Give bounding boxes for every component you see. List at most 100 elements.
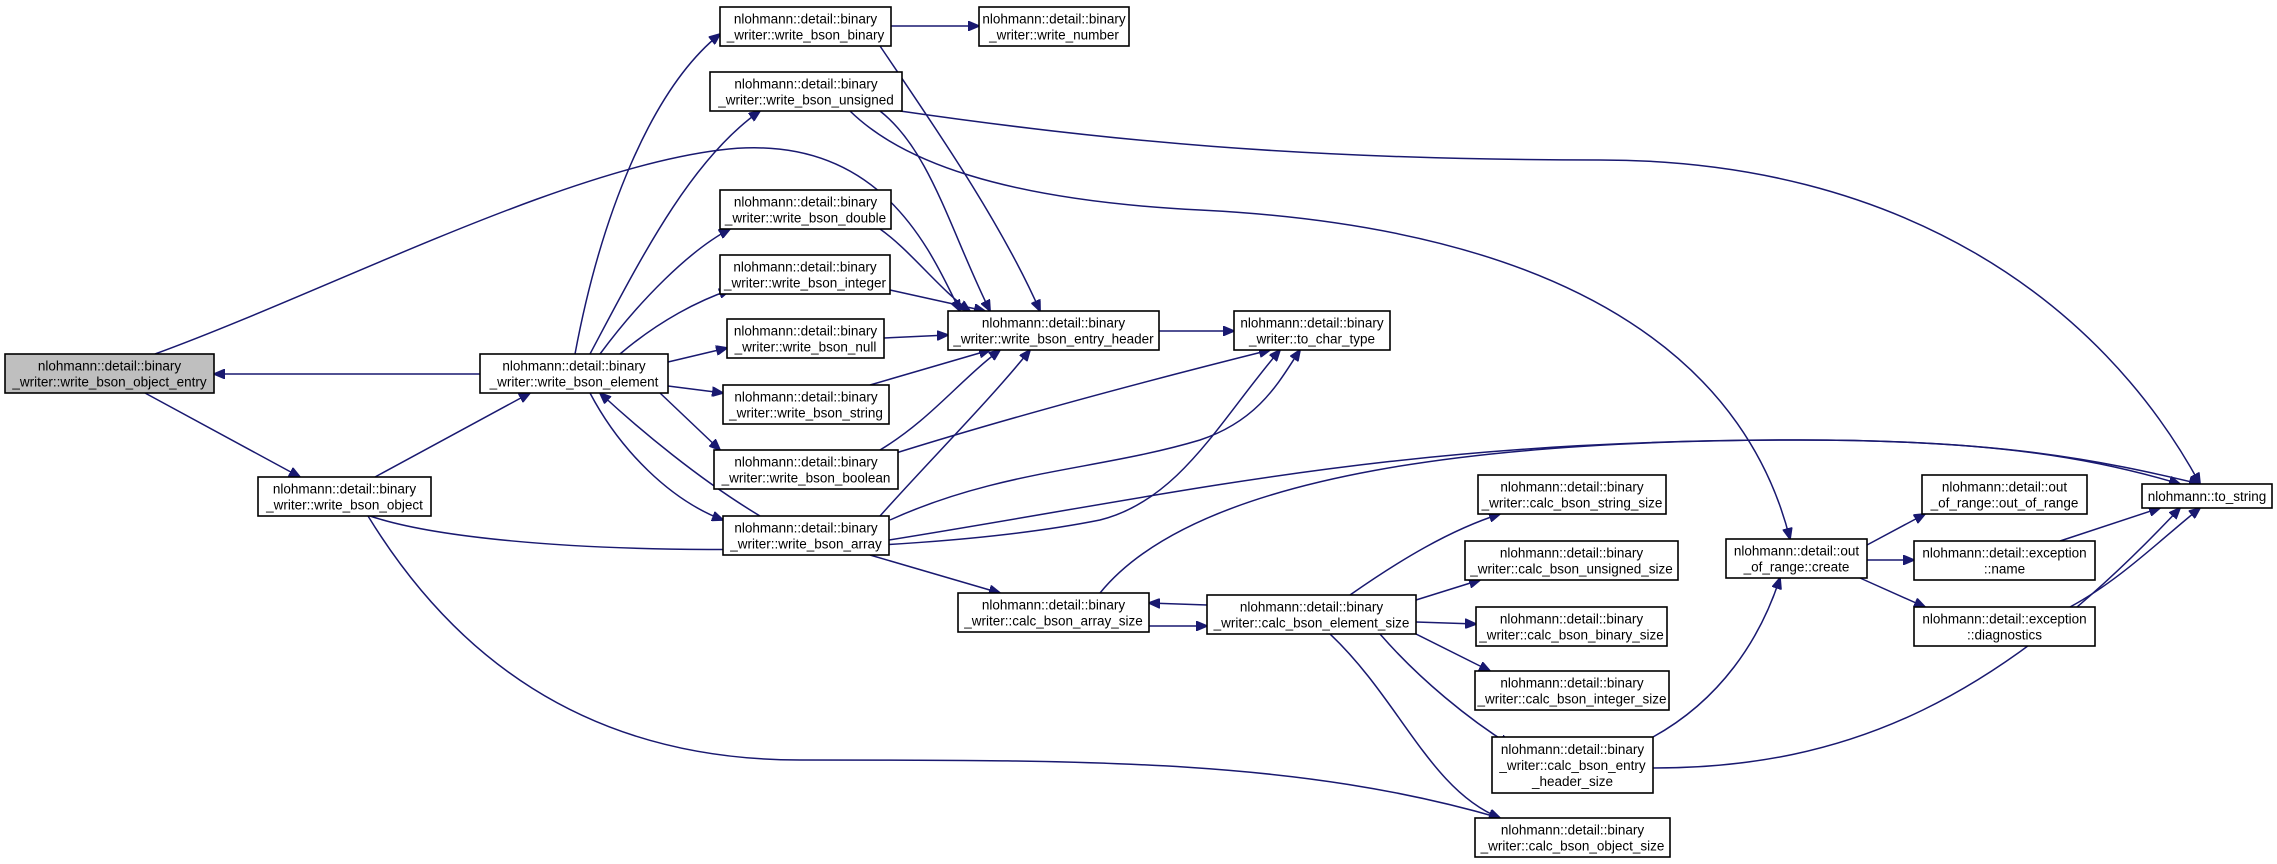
node-label-line: _writer::write_bson_element bbox=[489, 375, 659, 390]
edge-write_bson_object_entry-to-write_bson_object bbox=[144, 392, 300, 477]
node-label-line: _writer::calc_bson_unsigned_size bbox=[1469, 562, 1673, 577]
node-box bbox=[1913, 540, 2096, 581]
node-calc-bson-entry-header-size[interactable]: nlohmann::detail::binary_writer::calc_bs… bbox=[1491, 736, 1654, 794]
node-write-bson-boolean[interactable]: nlohmann::detail::binary_writer::write_b… bbox=[713, 449, 899, 490]
node-label-line: nlohmann::detail::binary bbox=[1500, 480, 1644, 495]
node-calc-bson-unsigned-size[interactable]: nlohmann::detail::binary_writer::calc_bs… bbox=[1464, 540, 1679, 581]
node-box bbox=[1474, 670, 1670, 711]
edge-write_bson_element-to-write_bson_integer bbox=[619, 290, 730, 355]
node-write-bson-string[interactable]: nlohmann::detail::binary_writer::write_b… bbox=[722, 384, 890, 425]
node-box bbox=[4, 353, 215, 394]
edge-write_bson_array-to-calc_bson_array_size bbox=[869, 554, 1000, 593]
node-label-line: _writer::calc_bson_string_size bbox=[1481, 496, 1663, 511]
node-calc-bson-binary-size[interactable]: nlohmann::detail::binary_writer::calc_bs… bbox=[1475, 606, 1668, 647]
node-box bbox=[1475, 606, 1668, 647]
node-label-line: nlohmann::detail::binary bbox=[1500, 612, 1644, 627]
node-box bbox=[719, 6, 892, 47]
edge-write_bson_boolean-to-write_bson_entry_header bbox=[879, 350, 1000, 451]
node-write-bson-array[interactable]: nlohmann::detail::binary_writer::write_b… bbox=[722, 515, 890, 556]
node-write-bson-object-entry[interactable]: nlohmann::detail::binary_writer::write_b… bbox=[4, 353, 215, 394]
edge-write_bson_object-to-to_char_type bbox=[369, 350, 1280, 551]
nodes-layer: nlohmann::detail::binary_writer::write_b… bbox=[4, 6, 2273, 858]
node-to-char-type[interactable]: nlohmann::detail::binary_writer::to_char… bbox=[1233, 310, 1391, 351]
node-label-line: nlohmann::detail::binary bbox=[734, 390, 878, 405]
edge-out_of_range_create-to-exception_diagnostics bbox=[1859, 577, 1925, 607]
node-label-line: nlohmann::detail::binary bbox=[734, 77, 878, 92]
edge-calc_bson_element_size-to-calc_bson_binary_size bbox=[1415, 622, 1476, 624]
node-label-line: ::diagnostics bbox=[1967, 628, 2042, 643]
node-box bbox=[722, 515, 890, 556]
node-label-line: _writer::to_char_type bbox=[1248, 332, 1375, 347]
edge-write_bson_object-to-calc_bson_object_size bbox=[367, 515, 1500, 818]
edges-layer bbox=[144, 26, 2200, 818]
node-label-line: nlohmann::detail::binary bbox=[734, 195, 878, 210]
edge-write_bson_object_entry-to-write_bson_entry_header bbox=[154, 147, 960, 355]
node-label-line: _writer::write_bson_binary bbox=[726, 28, 885, 43]
node-write-bson-element[interactable]: nlohmann::detail::binary_writer::write_b… bbox=[479, 353, 669, 394]
node-box bbox=[1725, 538, 1868, 579]
node-write-bson-null[interactable]: nlohmann::detail::binary_writer::write_b… bbox=[726, 318, 885, 359]
edge-write_bson_unsigned-to-write_bson_entry_header bbox=[879, 110, 990, 311]
edge-write_bson_element-to-write_bson_boolean bbox=[659, 392, 720, 450]
edge-calc_bson_element_size-to-calc_bson_array_size bbox=[1149, 603, 1208, 605]
node-label-line: nlohmann::detail::binary bbox=[982, 598, 1126, 613]
node-out-of-range-ctor[interactable]: nlohmann::detail::out_of_range::out_of_r… bbox=[1921, 474, 2088, 515]
node-box bbox=[957, 592, 1150, 633]
edge-write_bson_integer-to-write_bson_entry_header bbox=[889, 289, 985, 311]
node-label-line: nlohmann::detail::binary bbox=[273, 482, 417, 497]
edge-write_bson_array-to-to_char_type bbox=[889, 350, 1300, 521]
node-calc-bson-array-size[interactable]: nlohmann::detail::binary_writer::calc_bs… bbox=[957, 592, 1150, 633]
edge-exception_diagnostics-to-to_string bbox=[2069, 508, 2200, 608]
node-exception-diagnostics[interactable]: nlohmann::detail::exception::diagnostics bbox=[1913, 606, 2096, 647]
node-label-line: nlohmann::detail::binary bbox=[734, 521, 878, 536]
node-label-line: _writer::write_bson_boolean bbox=[721, 471, 891, 486]
edge-write_bson_unsigned-to-out_of_range_create bbox=[849, 110, 1790, 539]
edge-calc_bson_array_size-to-to_string bbox=[1099, 439, 2200, 594]
node-write-bson-object[interactable]: nlohmann::detail::binary_writer::write_b… bbox=[257, 476, 432, 517]
node-write-bson-double[interactable]: nlohmann::detail::binary_writer::write_b… bbox=[719, 189, 892, 230]
node-box bbox=[1477, 474, 1667, 515]
edge-exception_name-to-to_string bbox=[2059, 508, 2160, 542]
node-box bbox=[479, 353, 669, 394]
node-label-line: nlohmann::detail::binary bbox=[502, 359, 646, 374]
edge-write_bson_array-to-write_bson_entry_header bbox=[879, 350, 1030, 517]
node-box bbox=[719, 254, 891, 295]
node-label-line: _writer::write_bson_object_entry bbox=[11, 375, 207, 390]
node-label-line: _writer::write_bson_string bbox=[728, 406, 883, 421]
edge-write_bson_element-to-write_bson_null bbox=[667, 348, 727, 363]
edge-calc_bson_element_size-to-calc_bson_entry_header_size bbox=[1379, 633, 1510, 745]
node-label-line: _writer::write_bson_object bbox=[265, 498, 423, 513]
node-label-line: _writer::calc_bson_binary_size bbox=[1478, 628, 1664, 643]
node-calc-bson-integer-size[interactable]: nlohmann::detail::binary_writer::calc_bs… bbox=[1474, 670, 1670, 711]
node-out-of-range-create[interactable]: nlohmann::detail::out_of_range::create bbox=[1725, 538, 1868, 579]
node-label-line: nlohmann::to_string bbox=[2148, 489, 2267, 504]
node-label-line: nlohmann::detail::binary bbox=[1240, 600, 1384, 615]
node-label-line: nlohmann::detail::binary bbox=[1500, 546, 1644, 561]
edge-calc_bson_element_size-to-calc_bson_integer_size bbox=[1415, 633, 1490, 671]
node-exception-name[interactable]: nlohmann::detail::exception::name bbox=[1913, 540, 2096, 581]
node-box bbox=[1913, 606, 2096, 647]
node-label-line: _writer::write_bson_double bbox=[724, 211, 886, 226]
node-write-bson-integer[interactable]: nlohmann::detail::binary_writer::write_b… bbox=[719, 254, 891, 295]
node-calc-bson-object-size[interactable]: nlohmann::detail::binary_writer::calc_bs… bbox=[1474, 817, 1671, 858]
node-box bbox=[257, 476, 432, 517]
node-write-number[interactable]: nlohmann::detail::binary_writer::write_n… bbox=[978, 6, 1130, 47]
node-calc-bson-string-size[interactable]: nlohmann::detail::binary_writer::calc_bs… bbox=[1477, 474, 1667, 515]
node-label-line: _writer::calc_bson_array_size bbox=[963, 614, 1143, 629]
node-write-bson-binary[interactable]: nlohmann::detail::binary_writer::write_b… bbox=[719, 6, 892, 47]
edge-write_bson_element-to-write_bson_unsigned bbox=[589, 111, 760, 355]
node-to-string[interactable]: nlohmann::to_string bbox=[2141, 483, 2273, 509]
node-label-line: ::name bbox=[1984, 562, 2025, 577]
edge-out_of_range_create-to-out_of_range_ctor bbox=[1866, 514, 1925, 546]
node-box bbox=[709, 71, 903, 112]
edge-write_bson_double-to-write_bson_entry_header bbox=[879, 228, 970, 311]
node-calc-bson-element-size[interactable]: nlohmann::detail::binary_writer::calc_bs… bbox=[1206, 594, 1417, 635]
node-write-bson-entry-header[interactable]: nlohmann::detail::binary_writer::write_b… bbox=[947, 310, 1160, 351]
node-label-line: _writer::calc_bson_object_size bbox=[1480, 839, 1665, 854]
node-write-bson-unsigned[interactable]: nlohmann::detail::binary_writer::write_b… bbox=[709, 71, 903, 112]
node-box bbox=[1233, 310, 1391, 351]
node-label-line: _writer::write_bson_entry_header bbox=[952, 332, 1154, 347]
edge-write_bson_boolean-to-to_char_type bbox=[879, 350, 1270, 459]
edge-calc_bson_element_size-to-calc_bson_object_size bbox=[1329, 633, 1500, 818]
node-label-line: _writer::write_bson_unsigned bbox=[717, 93, 894, 108]
